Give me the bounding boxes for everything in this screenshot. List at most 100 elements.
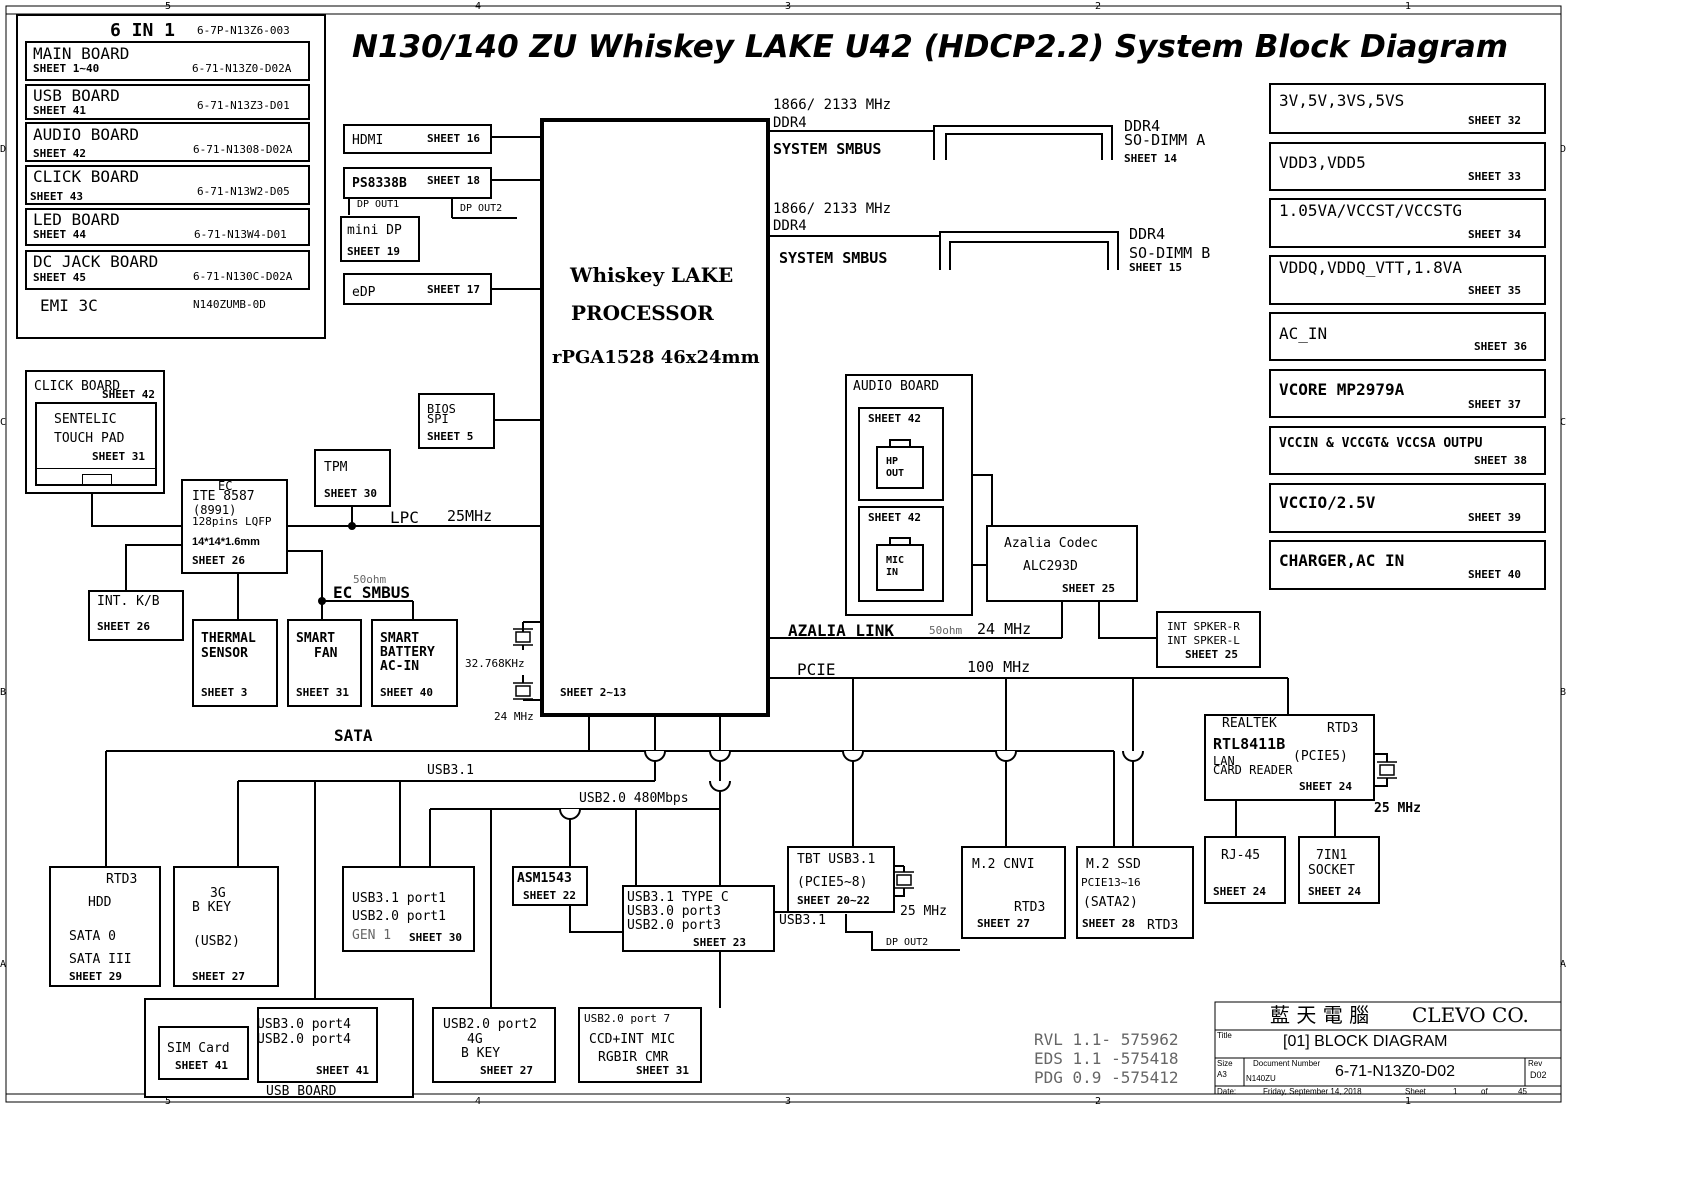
board-name: AUDIO BOARD xyxy=(33,125,139,144)
camera-block xyxy=(578,1007,702,1083)
asm1543-block xyxy=(512,866,588,906)
mem-a-smbus: SYSTEM SMBUS xyxy=(773,140,882,158)
edp-label: eDP xyxy=(352,285,376,300)
cpu-type: PROCESSOR xyxy=(571,301,714,325)
codec-label: Azalia Codec xyxy=(1004,536,1098,551)
lan-label: LAN xyxy=(1213,754,1235,768)
revision-pdg: PDG 0.9 -575412 xyxy=(1034,1068,1179,1087)
hdd-block xyxy=(49,866,161,987)
main-crystal-freq: 24 MHz xyxy=(494,710,534,723)
mini-dp-sheet: SHEET 19 xyxy=(347,245,400,258)
frame-row-label: D xyxy=(1560,144,1567,155)
jack-top-icon xyxy=(889,537,911,545)
frame-col-label: 3 xyxy=(785,1096,792,1107)
sheet-date: Friday, September 14, 2018 xyxy=(1263,1087,1362,1096)
click-board-sheet: SHEET 42 xyxy=(102,388,155,401)
usb-port4-usb20: USB2.0 port4 xyxy=(257,1032,351,1047)
dp-out1-label: DP OUT1 xyxy=(357,199,400,210)
smart-battery-block xyxy=(371,619,458,707)
revision-code: D02 xyxy=(1530,1070,1547,1080)
date-field-label: Date: xyxy=(1217,1087,1237,1096)
usb-port1-sheet: SHEET 30 xyxy=(409,931,462,944)
ps8338b-label: PS8338B xyxy=(352,176,407,191)
camera-type: RGBIR CMR xyxy=(598,1050,669,1065)
battery-label2: BATTERY xyxy=(380,645,435,660)
tbt-dp-out-label: DP OUT2 xyxy=(886,937,929,948)
battery-label: SMART xyxy=(380,631,420,646)
hdd-rtd3: RTD3 xyxy=(106,872,138,887)
type-c-label: USB3.1 TYPE C xyxy=(627,890,729,905)
power-sheet: SHEET 32 xyxy=(1468,114,1521,127)
bios-sheet: SHEET 5 xyxy=(427,430,474,443)
smart-fan-block xyxy=(287,619,362,707)
tbt-pcie: (PCIE5~8) xyxy=(797,875,868,890)
mic-label: MIC xyxy=(886,555,905,566)
cnvi-label: M.2 CNVI xyxy=(972,857,1035,872)
hdd-interface: SATA III xyxy=(69,952,132,967)
speaker-right-label: INT SPKER-R xyxy=(1167,620,1240,633)
socket-label2: SOCKET xyxy=(1308,863,1355,878)
frame-row-label: B xyxy=(1560,687,1567,698)
frame-col-label: 3 xyxy=(785,1,792,12)
power-block xyxy=(1269,540,1546,590)
mem-a-freq: 1866/ 2133 MHz xyxy=(773,97,892,113)
ec-sheet: SHEET 26 xyxy=(192,554,245,567)
azalia-link-label: AZALIA LINK xyxy=(788,621,894,640)
ps8338b-sheet: SHEET 18 xyxy=(427,174,480,187)
size-field-label: Size xyxy=(1217,1059,1233,1068)
board-sheet: SHEET 42 xyxy=(33,147,86,160)
usb-board-label: USB BOARD xyxy=(266,1084,337,1099)
cpu-package: rPGA1528 46x24mm xyxy=(552,347,760,368)
thermal-sheet: SHEET 3 xyxy=(201,686,248,699)
bios-label: BIOS xyxy=(427,402,456,416)
ec-dimensions: 14*14*1.6mm xyxy=(192,536,260,548)
card-reader-label: CARD READER xyxy=(1213,763,1293,777)
power-sheet: SHEET 33 xyxy=(1468,170,1521,183)
sata-bus-label: SATA xyxy=(334,726,373,745)
sheet-total: 45 xyxy=(1518,1087,1527,1096)
emi-label: EMI 3C xyxy=(40,296,98,315)
sheet-number: 1 xyxy=(1453,1087,1458,1096)
sheet-title: [01] BLOCK DIAGRAM xyxy=(1283,1033,1448,1050)
edp-sheet: SHEET 17 xyxy=(427,283,480,296)
dimm-b-name: SO-DIMM B xyxy=(1129,244,1211,262)
board-pn: 6-71-N13Z3-D01 xyxy=(197,99,290,112)
board-sheet: SHEET 41 xyxy=(33,104,86,117)
socket-sheet: SHEET 24 xyxy=(1308,885,1361,898)
power-name: VCCIN & VCCGT& VCCSA OUTPU xyxy=(1279,436,1483,451)
frame-row-label: C xyxy=(1560,417,1567,428)
ssd-sheet: SHEET 28 xyxy=(1082,917,1135,930)
power-block xyxy=(1269,369,1546,418)
diagram-title: N130/140 ZU Whiskey LAKE U42 (HDCP2.2) S… xyxy=(352,29,1509,65)
power-sheet: SHEET 38 xyxy=(1474,454,1527,467)
asm1543-label: ASM1543 xyxy=(517,871,572,886)
usb20-bus-label: USB2.0 480Mbps xyxy=(579,791,689,806)
board-name: LED BOARD xyxy=(33,210,120,229)
board-sheet: SHEET 44 xyxy=(33,228,86,241)
usb-port4-block xyxy=(257,1007,378,1083)
battery-label3: AC-IN xyxy=(380,659,420,674)
speaker-left-label: INT SPKER-L xyxy=(1167,634,1240,647)
usb-port2-label: USB2.0 port2 xyxy=(443,1017,537,1032)
mini-dp-block xyxy=(340,216,420,262)
headphone-jack-icon xyxy=(876,446,924,489)
ssd-rtd3: RTD3 xyxy=(1147,918,1179,933)
board-pn: 6-71-N13Z0-D02A xyxy=(192,62,292,75)
usb31-bus-label: USB3.1 xyxy=(427,763,474,778)
codec-block xyxy=(986,525,1138,602)
m2-cnvi-block xyxy=(961,846,1066,939)
dimm-b-type: DDR4 xyxy=(1129,225,1166,243)
lan-bus: (PCIE5) xyxy=(1293,749,1348,764)
3g-key: B KEY xyxy=(192,900,232,915)
lan-card-reader-block xyxy=(1204,714,1375,801)
revision-eds: EDS 1.1 -575418 xyxy=(1034,1049,1179,1068)
board-name: CLICK BOARD xyxy=(33,167,139,186)
card-socket-block xyxy=(1298,836,1380,904)
lan-rtd3: RTD3 xyxy=(1327,721,1359,736)
ec-title: EC xyxy=(218,479,233,493)
frame-row-label: C xyxy=(0,417,7,428)
pcie-freq: 100 MHz xyxy=(967,658,1031,676)
usb-port1-block xyxy=(342,866,475,952)
usb-port2-key: B KEY xyxy=(461,1046,501,1061)
lan-chip: RTL8411B xyxy=(1213,735,1286,753)
